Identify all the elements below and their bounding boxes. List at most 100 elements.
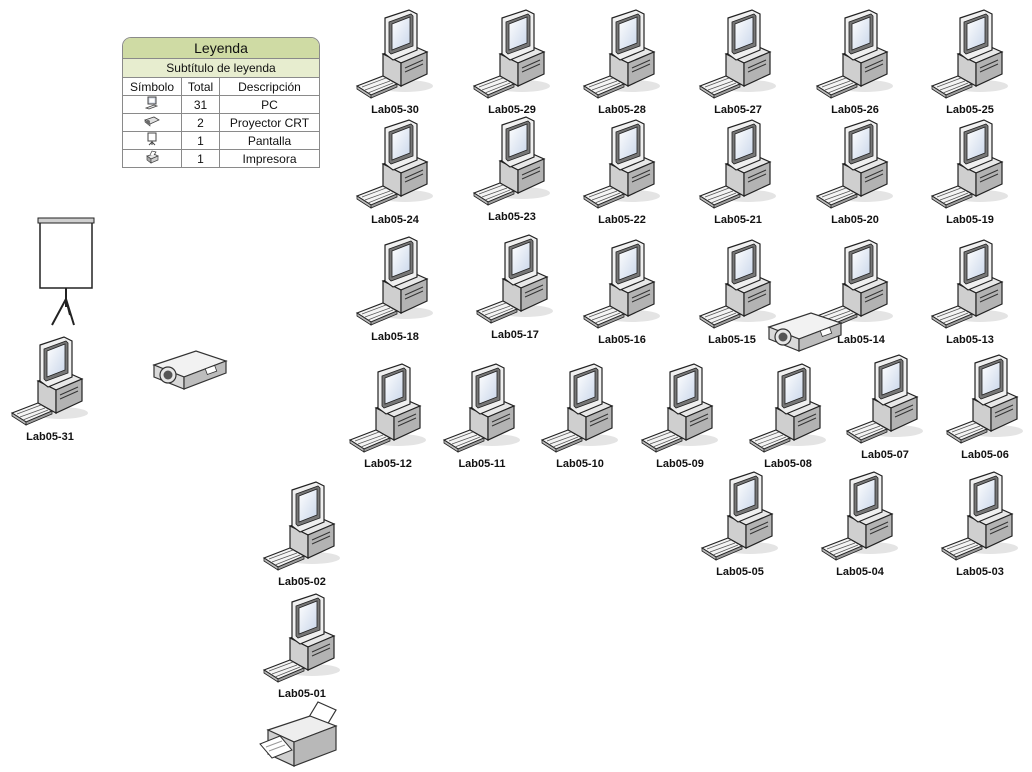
pc-node[interactable]: Lab05-22 (582, 118, 662, 228)
pc-label: Lab05-05 (716, 566, 764, 578)
pc-icon (698, 119, 776, 209)
pc-node[interactable]: Lab05-14 (815, 238, 895, 348)
legend-description: PC (219, 95, 319, 114)
printer-icon (259, 701, 338, 767)
legend-row: 31 PC (123, 95, 319, 114)
pc-label: Lab05-09 (656, 458, 704, 470)
pc-label: Lab05-18 (371, 331, 419, 343)
pc-icon (940, 471, 1018, 561)
pc-label: Lab05-01 (278, 688, 326, 700)
pc-node[interactable]: Lab05-30 (355, 8, 435, 118)
pc-label: Lab05-27 (714, 104, 762, 116)
pc-node[interactable]: Lab05-01 (262, 592, 342, 702)
pc-node[interactable]: Lab05-17 (475, 233, 555, 343)
pc-icon (262, 481, 340, 571)
pc-node[interactable]: Lab05-08 (748, 362, 828, 472)
pc-node[interactable]: Lab05-20 (815, 118, 895, 228)
legend-subtitle: Subtítulo de leyenda (123, 59, 319, 78)
pc-node[interactable]: Lab05-03 (940, 470, 1020, 580)
screen-icon (37, 217, 95, 326)
pc-node[interactable]: Lab05-12 (348, 362, 428, 472)
pc-icon (815, 119, 893, 209)
pc-icon (472, 116, 550, 206)
pc-node[interactable]: Lab05-15 (698, 238, 778, 348)
pc-icon (475, 234, 553, 324)
pc-icon (355, 236, 433, 326)
pc-node[interactable]: Lab05-05 (700, 470, 780, 580)
pc-icon (10, 336, 88, 426)
pc-label: Lab05-31 (26, 431, 74, 443)
pc-label: Lab05-25 (946, 104, 994, 116)
pc-label: Lab05-06 (961, 449, 1009, 461)
pc-label: Lab05-17 (491, 329, 539, 341)
pc-icon (582, 119, 660, 209)
pc-label: Lab05-03 (956, 566, 1004, 578)
pc-node[interactable]: Lab05-23 (472, 115, 552, 225)
projector[interactable] (150, 345, 230, 395)
pc-icon (698, 239, 776, 329)
pc-label: Lab05-12 (364, 458, 412, 470)
pc-label: Lab05-24 (371, 214, 419, 226)
pc-icon (815, 9, 893, 99)
pc-icon (930, 9, 1008, 99)
legend-total: 1 (181, 131, 220, 150)
printer-icon (123, 149, 182, 167)
pc-icon (945, 354, 1023, 444)
pc-node[interactable]: Lab05-31 (10, 335, 90, 445)
pc-node[interactable]: Lab05-09 (640, 362, 720, 472)
pc-icon (355, 119, 433, 209)
pc-node[interactable]: Lab05-21 (698, 118, 778, 228)
pc-label: Lab05-22 (598, 214, 646, 226)
legend-row: 1 Impresora (123, 149, 319, 167)
pc-label: Lab05-02 (278, 576, 326, 588)
pc-icon (698, 9, 776, 99)
pc-node[interactable]: Lab05-27 (698, 8, 778, 118)
pc-node[interactable]: Lab05-24 (355, 118, 435, 228)
pc-icon (930, 119, 1008, 209)
legend-description: Pantalla (219, 131, 319, 150)
pc-node[interactable]: Lab05-26 (815, 8, 895, 118)
pc-label: Lab05-20 (831, 214, 879, 226)
pc-label: Lab05-26 (831, 104, 879, 116)
legend-row: 1 Pantalla (123, 131, 319, 150)
pc-node[interactable]: Lab05-28 (582, 8, 662, 118)
pc-icon (815, 239, 893, 329)
legend-description: Proyector CRT (219, 113, 319, 132)
pc-node[interactable]: Lab05-25 (930, 8, 1010, 118)
projector-icon (123, 113, 182, 132)
projection-screen[interactable] (30, 215, 102, 330)
legend-header-symbol: Símbolo (123, 78, 182, 96)
legend-total: 31 (181, 95, 220, 114)
pc-icon (540, 363, 618, 453)
pc-node[interactable]: Lab05-10 (540, 362, 620, 472)
pc-icon (348, 363, 426, 453)
pc-label: Lab05-08 (764, 458, 812, 470)
pc-label: Lab05-10 (556, 458, 604, 470)
pc-node[interactable]: Lab05-02 (262, 480, 342, 590)
legend-description: Impresora (242, 151, 297, 166)
legend-header-description: Descripción (219, 78, 319, 96)
pc-node[interactable]: Lab05-18 (355, 235, 435, 345)
pc-icon (845, 354, 923, 444)
legend-header-row: Símbolo Total Descripción (123, 78, 319, 96)
pc-node[interactable]: Lab05-06 (945, 353, 1025, 463)
screen-icon (123, 131, 182, 150)
pc-icon (123, 95, 182, 114)
legend-total: 1 (181, 149, 220, 167)
pc-node[interactable]: Lab05-04 (820, 470, 900, 580)
pc-node[interactable]: Lab05-07 (845, 353, 925, 463)
pc-label: Lab05-30 (371, 104, 419, 116)
pc-node[interactable]: Lab05-13 (930, 238, 1010, 348)
pc-icon (820, 471, 898, 561)
printer[interactable] (258, 700, 338, 767)
pc-node[interactable]: Lab05-19 (930, 118, 1010, 228)
pc-node[interactable]: Lab05-29 (472, 8, 552, 118)
pc-label: Lab05-14 (837, 334, 885, 346)
pc-icon (262, 593, 340, 683)
pc-label: Lab05-04 (836, 566, 884, 578)
pc-node[interactable]: Lab05-11 (442, 362, 522, 472)
projector[interactable] (765, 307, 845, 357)
pc-label: Lab05-13 (946, 334, 994, 346)
pc-icon (582, 239, 660, 329)
pc-node[interactable]: Lab05-16 (582, 238, 662, 348)
